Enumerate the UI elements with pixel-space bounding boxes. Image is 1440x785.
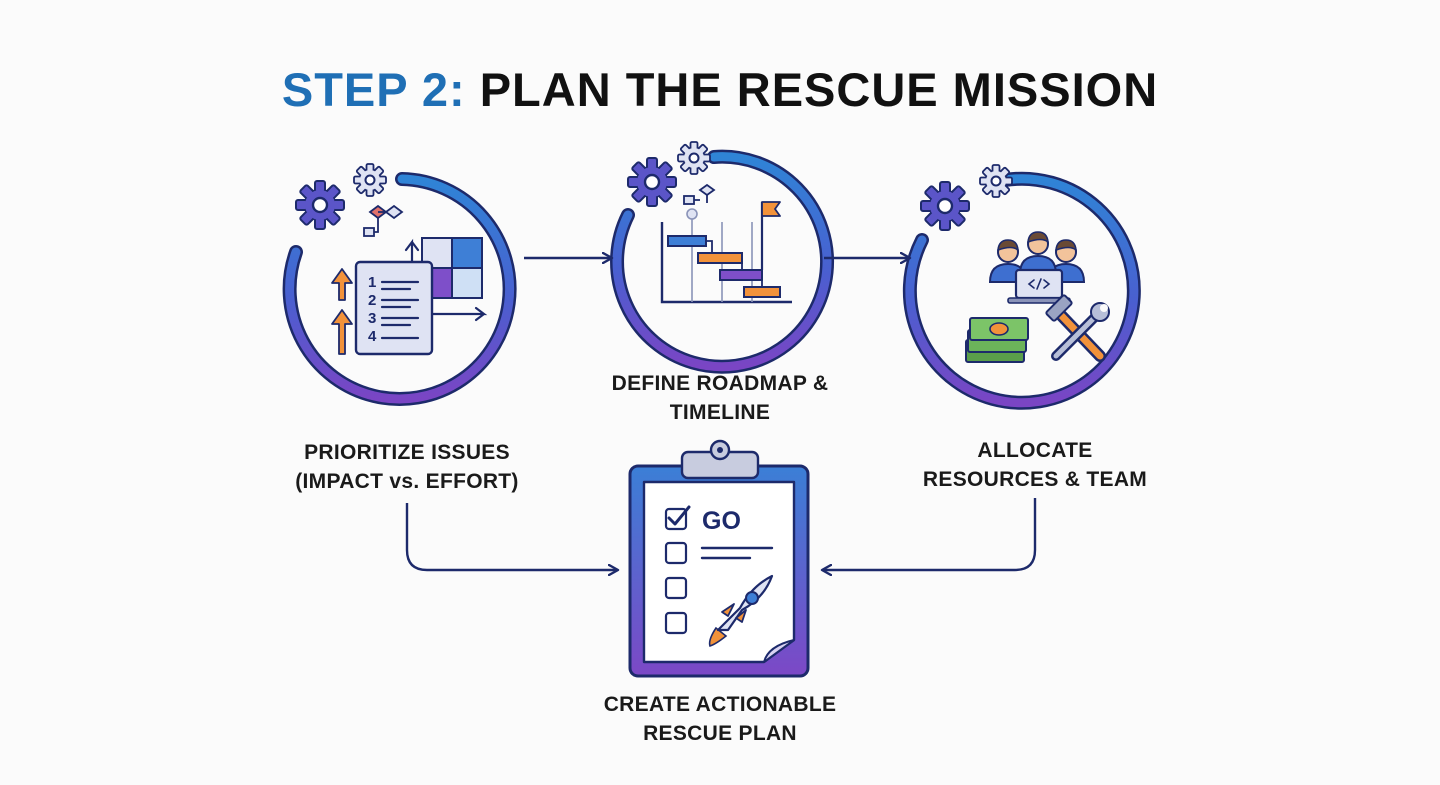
step-roadmap-node (610, 141, 834, 374)
page-title: STEP 2: PLAN THE RESCUE MISSION (0, 62, 1440, 117)
step-allocate-node (902, 164, 1141, 410)
label-line: (IMPACT vs. EFFORT) (295, 470, 519, 493)
label-line: RESOURCES & TEAM (922, 468, 1148, 491)
label-line: TIMELINE (669, 401, 771, 424)
step-prioritize-label: PRIORITIZE ISSUES (IMPACT vs. EFFORT) (257, 438, 557, 496)
clipboard-rocket-icon: GO (628, 439, 810, 678)
title-rest: PLAN THE RESCUE MISSION (479, 63, 1159, 116)
gear-icon (979, 164, 1013, 198)
label-line: ALLOCATE (977, 439, 1093, 462)
flowchart-icon (363, 204, 404, 237)
checklist-go-text: GO (702, 507, 741, 535)
team-resources-icon (989, 231, 1085, 304)
connector-arrow (405, 503, 618, 570)
result-label: CREATE ACTIONABLE RESCUE PLAN (570, 690, 870, 748)
money-stack-icon (965, 317, 1029, 363)
gantt-chart-icon (660, 201, 792, 304)
check-icon (667, 505, 691, 526)
label-line: PRIORITIZE ISSUES (304, 441, 510, 464)
checkbox-checked (664, 507, 688, 531)
gear-icon (626, 156, 678, 208)
up-arrow-icon (331, 268, 353, 355)
priority-list-icon: 1 2 3 4 (354, 260, 434, 356)
label-line: DEFINE ROADMAP & (611, 372, 829, 395)
rocket-icon (708, 574, 774, 648)
gear-icon (353, 163, 387, 197)
gear-icon (294, 179, 346, 231)
label-line: CREATE ACTIONABLE (603, 693, 837, 716)
tools-icon (1045, 294, 1110, 362)
priority-number: 4 (368, 328, 377, 345)
label-line: RESCUE PLAN (643, 722, 797, 745)
checkbox (664, 541, 688, 565)
step-allocate-label: ALLOCATE RESOURCES & TEAM (885, 436, 1185, 494)
gear-icon (677, 141, 711, 175)
checklist: GO (664, 505, 774, 635)
checkbox (664, 611, 688, 635)
priority-number: 2 (368, 292, 376, 309)
checkbox (664, 576, 688, 600)
flowchart-icon (683, 183, 716, 205)
gear-icon (919, 180, 971, 232)
person-icon (1019, 231, 1057, 275)
connector-arrow (822, 498, 1037, 570)
priority-number: 1 (368, 274, 376, 291)
step-roadmap-label: DEFINE ROADMAP & TIMELINE (570, 369, 870, 427)
title-highlight: STEP 2: (281, 63, 466, 116)
step-prioritize-node: 1 2 3 4 (282, 163, 517, 406)
priority-number: 3 (368, 310, 376, 327)
